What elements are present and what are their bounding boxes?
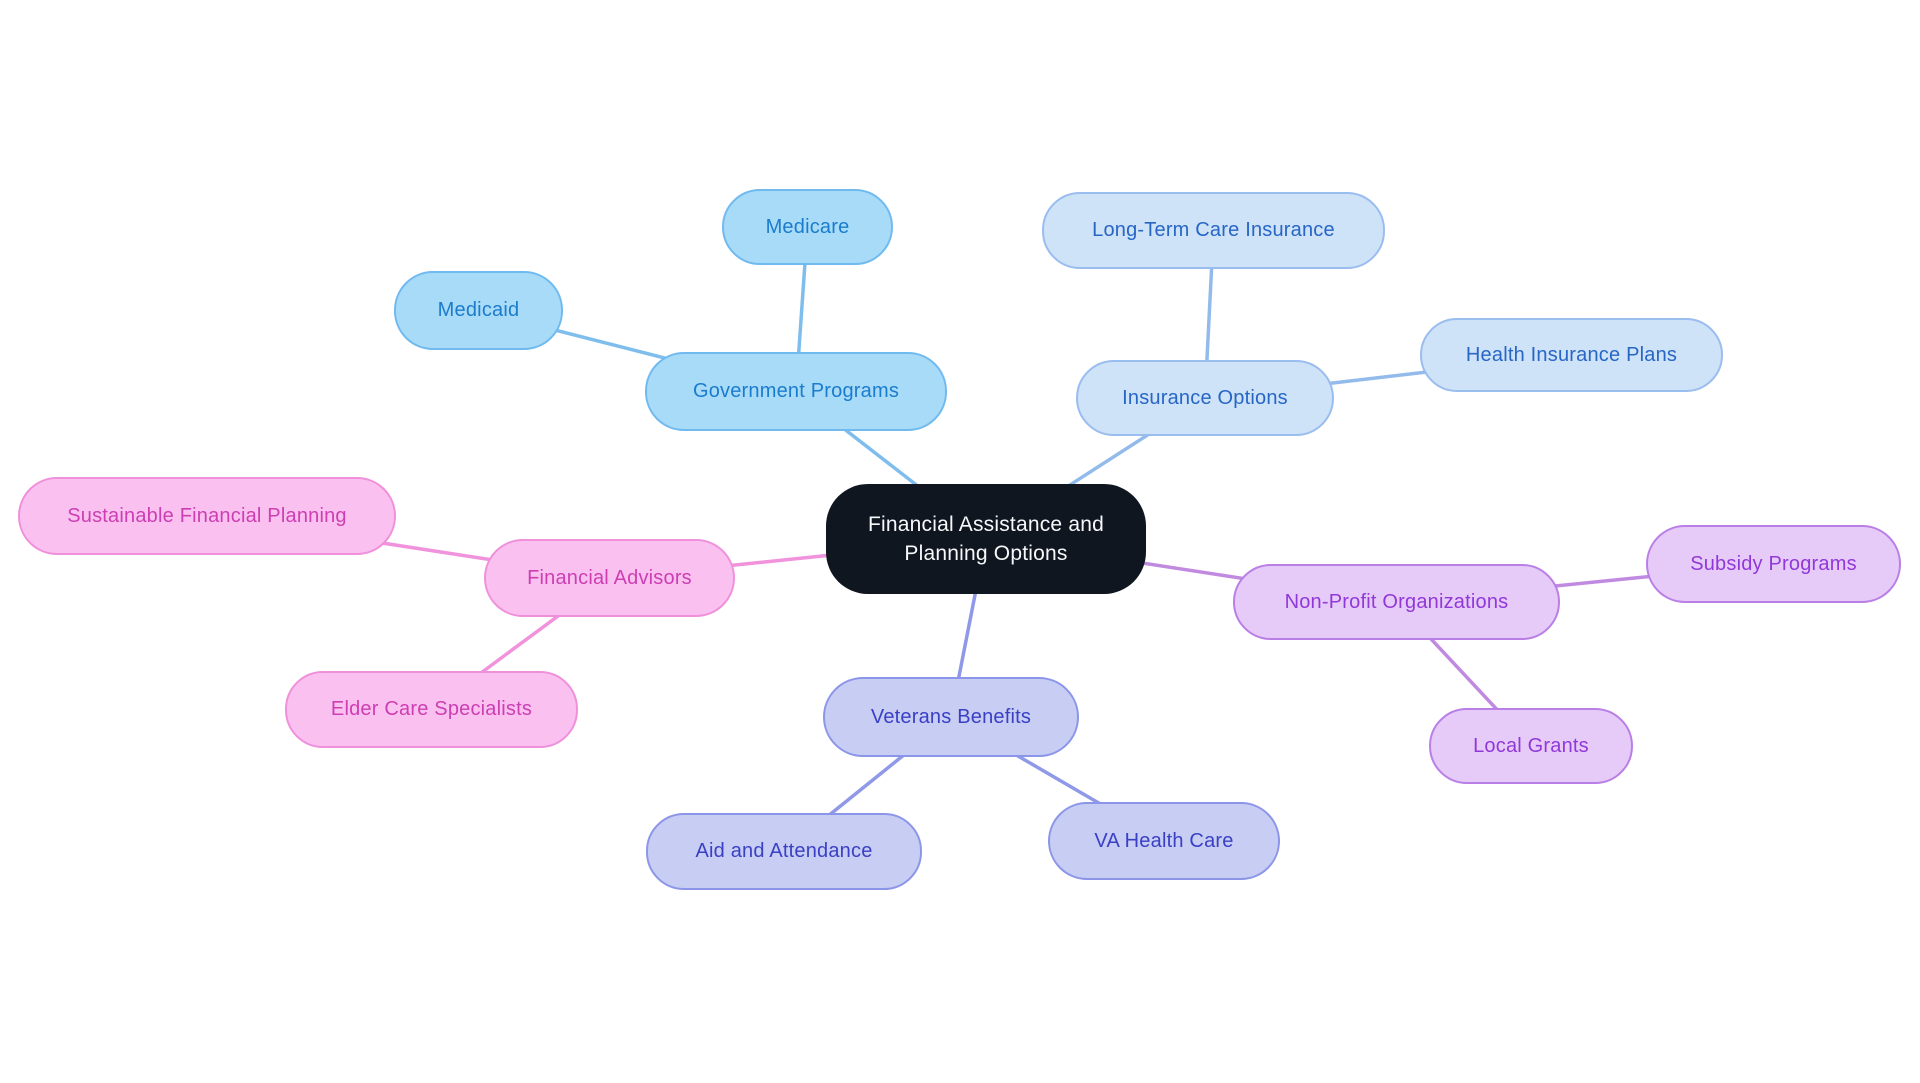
node-label: Veterans Benefits	[870, 705, 1032, 728]
node-medicaid[interactable]: Medicaid	[394, 271, 563, 350]
node-label: Local Grants	[1473, 734, 1589, 757]
node-label: Insurance Options	[1122, 386, 1288, 409]
node-central-financial-assistance[interactable]: Financial Assistance and Planning Option…	[826, 484, 1146, 594]
node-insurance-options[interactable]: Insurance Options	[1076, 360, 1334, 436]
node-financial-advisors[interactable]: Financial Advisors	[484, 539, 735, 617]
node-non-profit-organizations[interactable]: Non-Profit Organizations	[1233, 564, 1560, 640]
node-label: Financial Assistance and Planning Option…	[868, 512, 1104, 565]
node-label: Aid and Attendance	[695, 840, 873, 862]
node-label: Medicaid	[437, 299, 520, 321]
node-label: Subsidy Programs	[1690, 552, 1857, 575]
node-label: Medicare	[765, 215, 850, 238]
node-elder-care-specialists[interactable]: Elder Care Specialists	[285, 671, 578, 748]
node-label: Non-Profit Organizations	[1284, 590, 1509, 613]
node-health-insurance-plans[interactable]: Health Insurance Plans	[1420, 318, 1723, 392]
node-label: Government Programs	[692, 380, 900, 402]
node-va-health-care[interactable]: VA Health Care	[1048, 802, 1280, 880]
node-local-grants[interactable]: Local Grants	[1429, 708, 1633, 784]
node-government-programs[interactable]: Government Programs	[645, 352, 947, 431]
node-subsidy-programs[interactable]: Subsidy Programs	[1646, 525, 1901, 603]
node-label: Financial Advisors	[527, 566, 692, 589]
node-medicare[interactable]: Medicare	[722, 189, 893, 265]
node-label: Long-Term Care Insurance	[1092, 219, 1335, 241]
node-label: Sustainable Financial Planning	[67, 504, 347, 527]
node-sustainable-financial-planning[interactable]: Sustainable Financial Planning	[18, 477, 396, 555]
node-label: Elder Care Specialists	[330, 698, 533, 720]
node-aid-and-attendance[interactable]: Aid and Attendance	[646, 813, 922, 890]
node-veterans-benefits[interactable]: Veterans Benefits	[823, 677, 1079, 757]
node-long-term-care-insurance[interactable]: Long-Term Care Insurance	[1042, 192, 1385, 269]
node-label: VA Health Care	[1094, 829, 1234, 852]
node-label: Health Insurance Plans	[1465, 343, 1678, 366]
